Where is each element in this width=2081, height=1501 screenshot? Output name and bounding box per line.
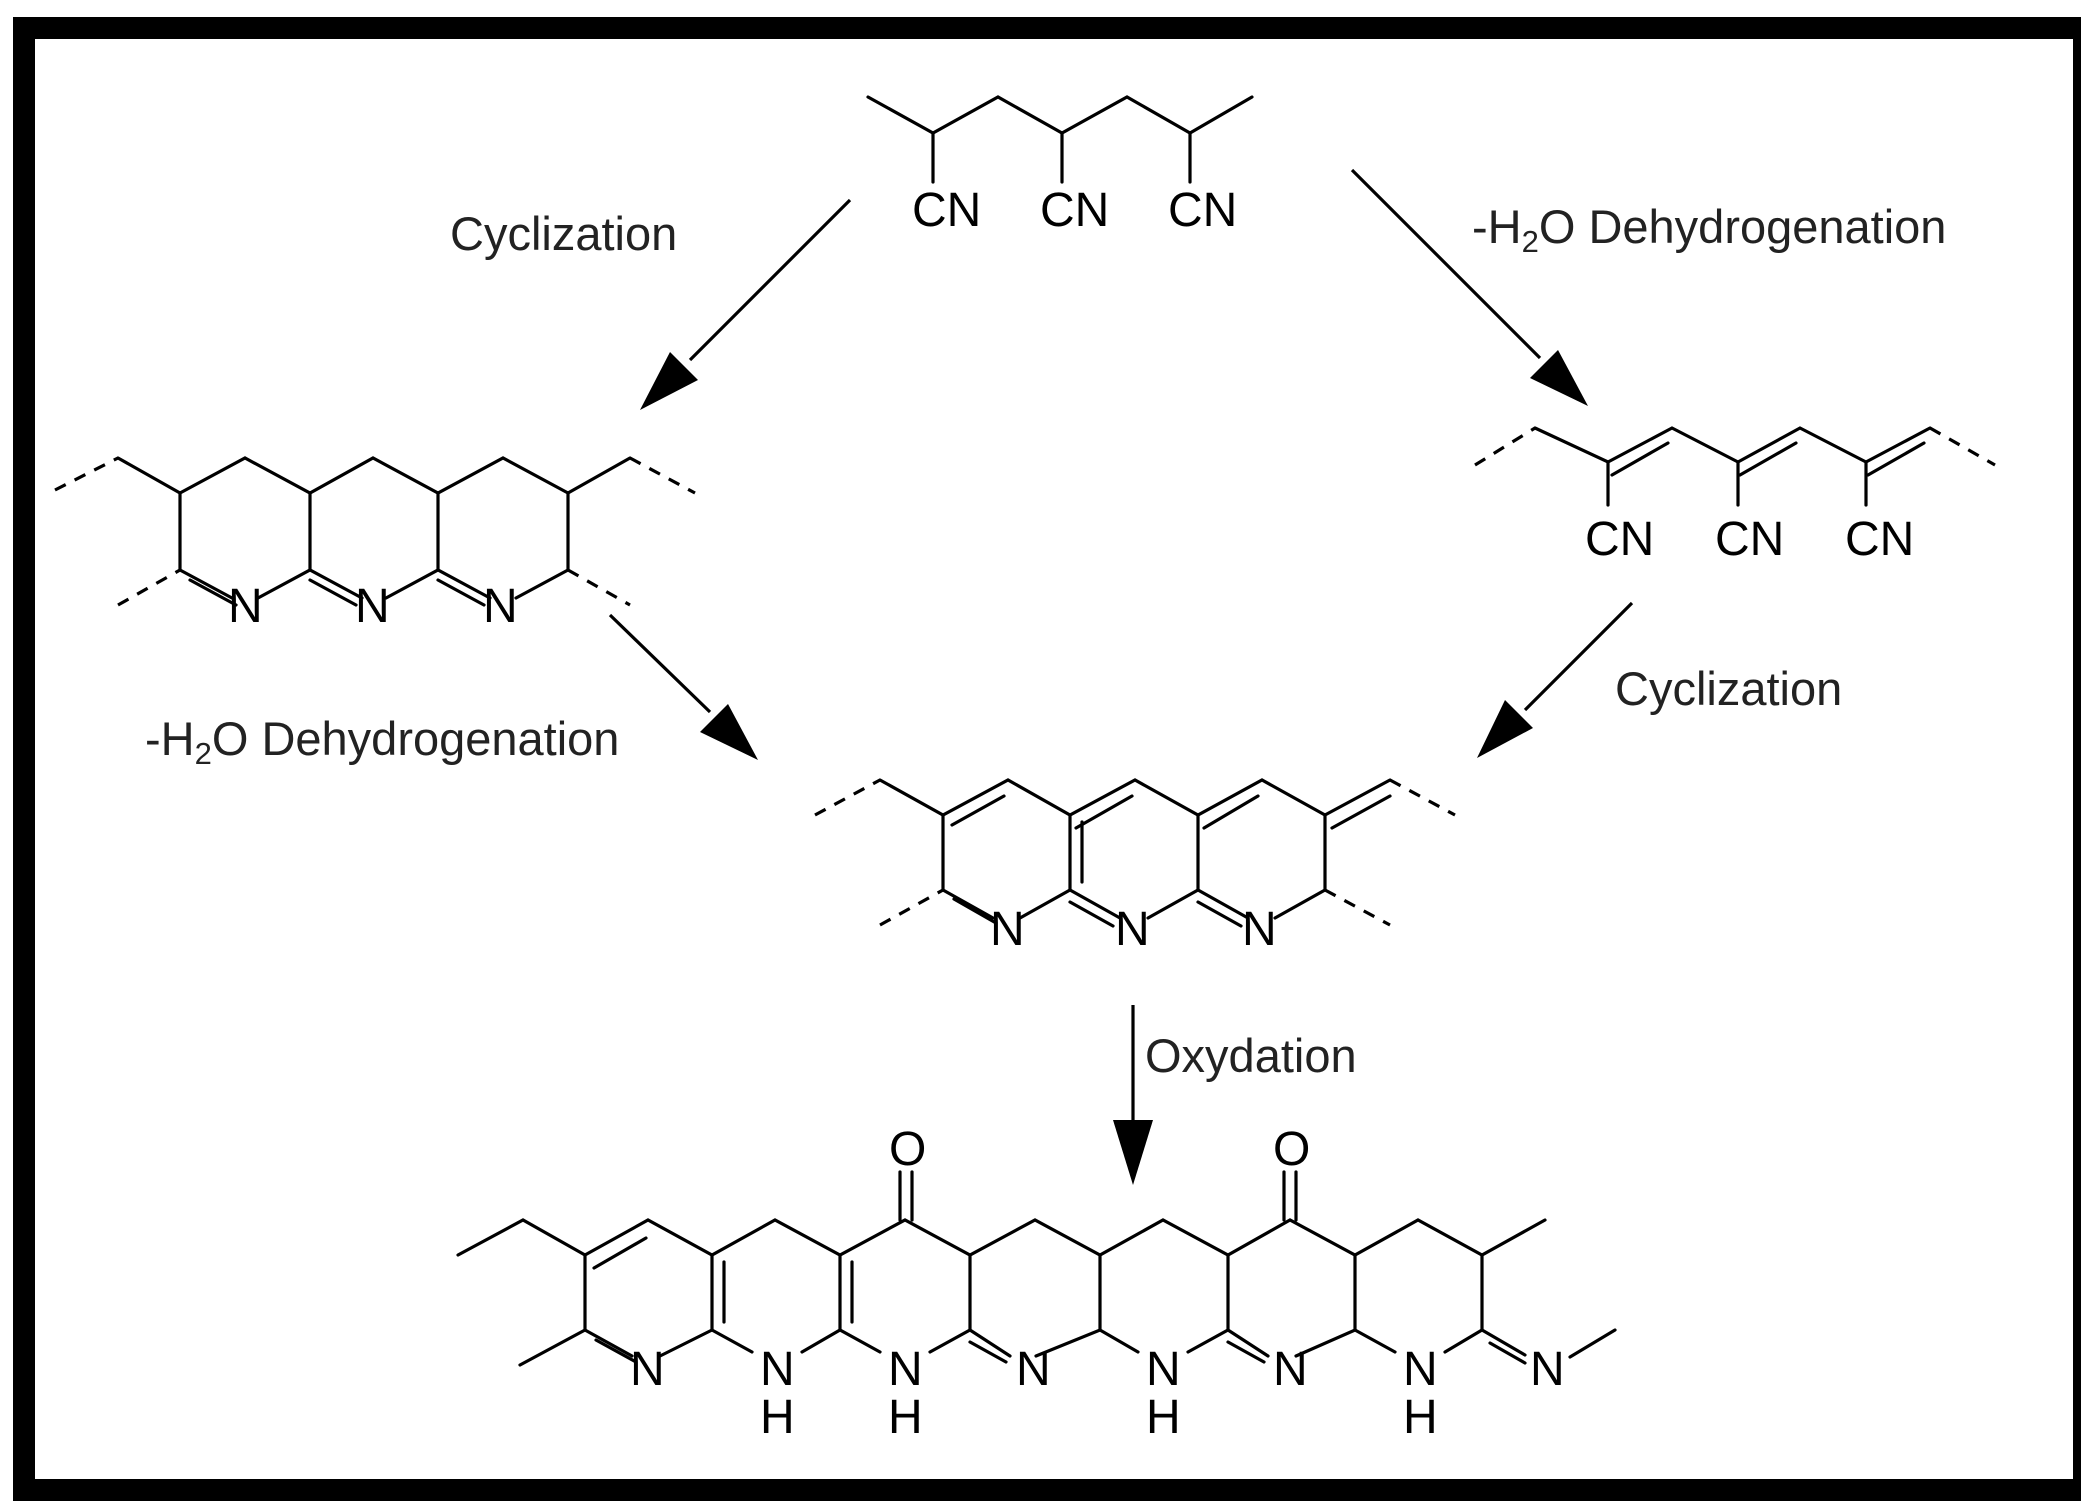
molecule-polyacrylonitrile: CN CN CN [866, 95, 1254, 237]
arrow-cyclization-left [640, 198, 852, 410]
atom-cn: CN [1585, 513, 1654, 566]
diagram-frame [13, 17, 2081, 1501]
arrow-dehydrogenation-left [608, 613, 758, 760]
atom-n: N [483, 580, 518, 633]
atom-cn: CN [1040, 184, 1109, 237]
atom-n: N [355, 580, 390, 633]
atom-n: N [1115, 903, 1150, 956]
molecule-aromatic-ladder: N N N [814, 778, 1456, 956]
atom-n: N [1530, 1343, 1565, 1396]
atom-nh-n: N [888, 1343, 923, 1396]
label-dehydrogenation-right: -H2O Dehydrogenation [1472, 200, 1946, 259]
atom-cn: CN [1168, 184, 1237, 237]
arrow-cyclization-right [1477, 601, 1634, 758]
atom-n: N [990, 903, 1025, 956]
molecule-cyclized-ladder: N N N [54, 456, 696, 633]
atom-nh-n: N [1146, 1343, 1181, 1396]
label-prefix: -H [1472, 200, 1522, 253]
label-cyclization-right: Cyclization [1615, 662, 1842, 715]
arrow-dehydrogenation-right [1350, 168, 1588, 406]
label-cyclization-left: Cyclization [450, 207, 677, 260]
atom-nh-n: N [1403, 1343, 1438, 1396]
atom-o: O [889, 1123, 926, 1176]
atom-n: N [630, 1343, 665, 1396]
label-dehydrogenation-left: -H2O Dehydrogenation [145, 712, 619, 771]
atom-n: N [1242, 903, 1277, 956]
atom-cn: CN [1715, 513, 1784, 566]
label-subscript: 2 [1522, 224, 1539, 259]
atom-nh-h: H [888, 1391, 923, 1444]
atom-n: N [1016, 1343, 1051, 1396]
label-suffix: O Dehydrogenation [1539, 200, 1947, 253]
molecule-oxidized-ladder: O O N N H N H N N H [456, 1123, 1617, 1444]
molecule-dehydrogenated-chain: CN CN CN [1474, 426, 1996, 566]
atom-cn: CN [1845, 513, 1914, 566]
atom-n: N [1273, 1343, 1308, 1396]
atom-nh-n: N [760, 1343, 795, 1396]
label-suffix: O Dehydrogenation [212, 712, 620, 765]
atom-n: N [228, 580, 263, 633]
atom-nh-h: H [760, 1391, 795, 1444]
atom-nh-h: H [1403, 1391, 1438, 1444]
atom-o: O [1273, 1123, 1310, 1176]
atom-nh-h: H [1146, 1391, 1181, 1444]
label-subscript: 2 [195, 736, 212, 771]
arrow-oxydation [1113, 1005, 1153, 1185]
label-oxydation: Oxydation [1145, 1029, 1357, 1082]
atom-cn: CN [912, 184, 981, 237]
label-prefix: -H [145, 712, 195, 765]
